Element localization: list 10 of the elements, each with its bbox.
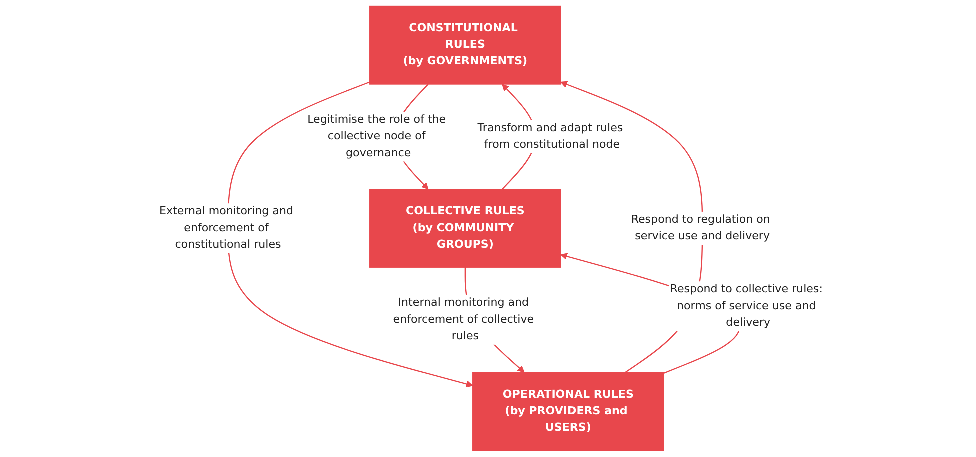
edge-label: Internal monitoring and enforcement of collective rules (392, 296, 534, 343)
edge-label: Respond to collective rules: norms of service use and delivery (670, 283, 823, 330)
edge-label: Transform and adapt rules from constitutional node (477, 122, 623, 152)
node-box: COLLECTIVE RULES (by COMMUNITY GROUPS) (369, 189, 561, 268)
edge-label: Legitimise the role of the collective node of governance (307, 114, 446, 160)
node-box: OPERATIONAL RULES (by PROVIDERS and USERS) (472, 372, 664, 452)
arrow (227, 82, 473, 388)
node-box: CONSTITUTIONAL RULES (by GOVERNMENTS) (369, 6, 561, 85)
edge-label: Respond to regulation on service use and delivery (631, 213, 770, 243)
edge-label: External monitoring and enforcement of constitutional rules (159, 205, 294, 251)
